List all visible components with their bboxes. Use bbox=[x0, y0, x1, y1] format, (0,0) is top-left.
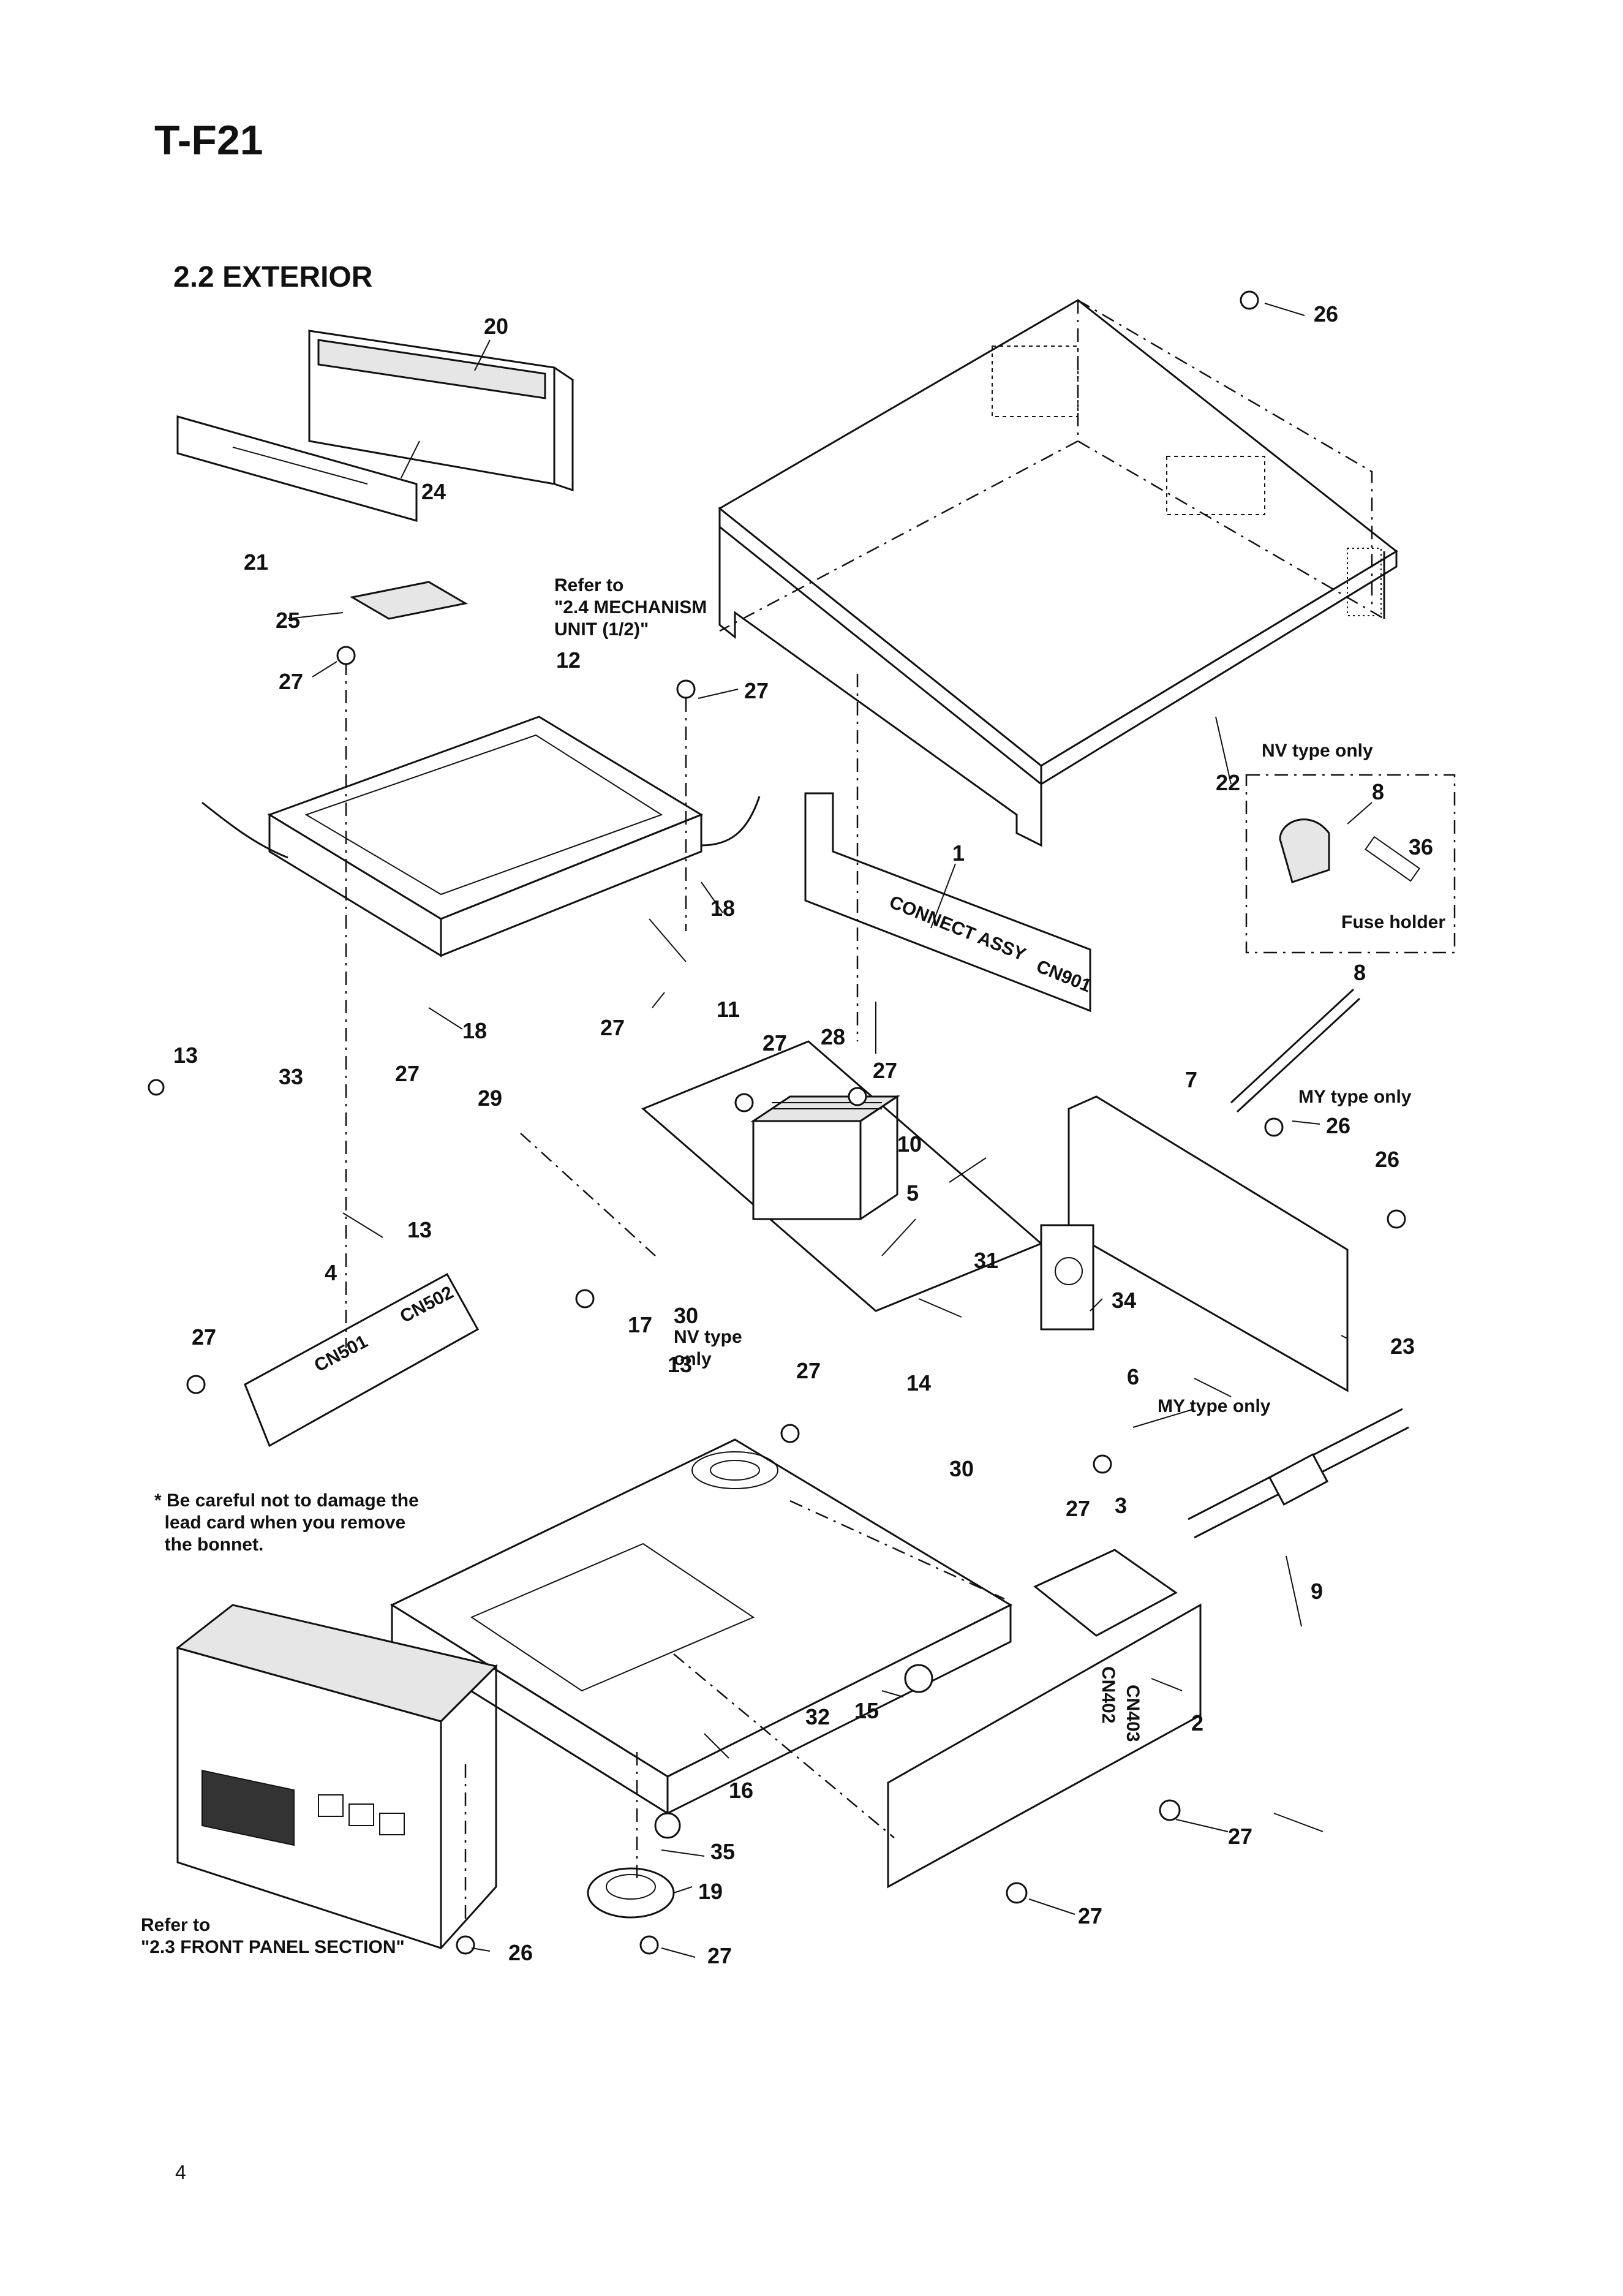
bonnet-case bbox=[718, 299, 1398, 847]
assembly-lines bbox=[345, 662, 1005, 1924]
callout-3: 3 bbox=[1115, 1493, 1127, 1518]
callout-24: 24 bbox=[421, 479, 446, 504]
callout-27-i: 27 bbox=[1066, 1496, 1090, 1521]
callout-27-f: 27 bbox=[873, 1058, 897, 1083]
mechanism-reference-note: Refer to "2.4 MECHANISM UNIT (1/2)" bbox=[554, 575, 707, 640]
screws bbox=[148, 290, 1406, 1955]
callout-21: 21 bbox=[244, 549, 268, 575]
chassis-16 bbox=[390, 1438, 1013, 1815]
bottom-plate-2: CN402 CN403 bbox=[887, 1603, 1202, 1889]
callout-8-b: 8 bbox=[1354, 960, 1366, 985]
callout-27-e: 27 bbox=[763, 1030, 787, 1055]
callout-31: 31 bbox=[974, 1248, 998, 1273]
board-3 bbox=[1033, 1549, 1178, 1637]
callout-33: 33 bbox=[279, 1064, 303, 1089]
front-panel-reference-note: Refer to "2.3 FRONT PANEL SECTION" bbox=[141, 1915, 405, 1957]
callout-15: 15 bbox=[854, 1698, 879, 1723]
callout-36: 36 bbox=[1409, 834, 1433, 859]
callout-23: 23 bbox=[1390, 1334, 1415, 1359]
callout-10: 10 bbox=[897, 1131, 922, 1157]
callout-26-b: 26 bbox=[1326, 1113, 1350, 1138]
cn402-label: CN402 bbox=[1098, 1666, 1118, 1723]
callout-numbers: 20 21 24 25 12 27 27 26 22 1 8 36 8 18 1… bbox=[173, 301, 1433, 1968]
callout-25: 25 bbox=[276, 608, 300, 633]
ac-cord-8 bbox=[1230, 988, 1361, 1113]
callout-32: 32 bbox=[805, 1704, 830, 1729]
nv-type-30-note: NV type only bbox=[674, 1327, 742, 1369]
callout-16: 16 bbox=[729, 1778, 753, 1803]
page-number: 4 bbox=[175, 2161, 186, 2183]
callout-2: 2 bbox=[1191, 1710, 1203, 1735]
callout-8-a: 8 bbox=[1372, 779, 1384, 804]
callout-4: 4 bbox=[325, 1260, 337, 1285]
callout-29: 29 bbox=[478, 1086, 502, 1111]
board-4: CN501 CN502 bbox=[244, 1272, 480, 1448]
flat-cable-9 bbox=[1188, 1408, 1409, 1539]
label-plate-25 bbox=[349, 581, 469, 620]
callout-12: 12 bbox=[556, 648, 581, 673]
transformer-10 bbox=[750, 1095, 900, 1220]
callout-11: 11 bbox=[717, 997, 740, 1022]
callout-35: 35 bbox=[710, 1839, 735, 1864]
callout-26-d: 26 bbox=[508, 1940, 533, 1965]
callout-27-k: 27 bbox=[1228, 1824, 1252, 1849]
leader-lines bbox=[287, 303, 1373, 1958]
my-type-label-2: MY type only bbox=[1158, 1396, 1271, 1416]
callout-26-a: 26 bbox=[1314, 301, 1338, 327]
callout-34: 34 bbox=[1112, 1288, 1136, 1313]
rear-panel-23 bbox=[1040, 1095, 1349, 1392]
connect-assy-board-1: CONNECT ASSY CN901 bbox=[804, 792, 1094, 1013]
callout-7: 7 bbox=[1185, 1067, 1197, 1092]
front-frame-20 bbox=[308, 330, 574, 492]
callout-28: 28 bbox=[821, 1024, 845, 1049]
callout-18-b: 18 bbox=[462, 1018, 487, 1043]
callout-26-c: 26 bbox=[1375, 1147, 1399, 1172]
callout-30-b: 30 bbox=[949, 1456, 974, 1481]
callout-13-c: 13 bbox=[668, 1352, 692, 1377]
my-type-label-1: MY type only bbox=[1298, 1087, 1412, 1107]
callout-27-l: 27 bbox=[1078, 1903, 1102, 1928]
callout-13-a: 13 bbox=[173, 1043, 198, 1068]
callout-5: 5 bbox=[906, 1180, 919, 1206]
callout-14: 14 bbox=[906, 1370, 931, 1395]
foot-19 bbox=[587, 1867, 675, 1919]
callout-19: 19 bbox=[698, 1879, 723, 1904]
callout-18-a: 18 bbox=[710, 896, 735, 921]
callout-30-a: 30 bbox=[674, 1303, 698, 1328]
fuse-holder-label: Fuse holder bbox=[1341, 912, 1445, 932]
nv-type-box-label: NV type only bbox=[1262, 741, 1373, 761]
trim-plate-21 bbox=[176, 415, 418, 522]
model-title: T-F21 bbox=[154, 117, 263, 164]
lead-card-caution-note: * Be careful not to damage the lead card… bbox=[154, 1490, 419, 1555]
callout-22: 22 bbox=[1216, 770, 1240, 795]
callout-6: 6 bbox=[1127, 1364, 1139, 1389]
callout-27-c: 27 bbox=[600, 1015, 625, 1040]
callout-1: 1 bbox=[952, 840, 965, 866]
callout-20: 20 bbox=[484, 314, 508, 339]
mechanism-unit-12 bbox=[201, 716, 761, 957]
cn403-label: CN403 bbox=[1123, 1685, 1143, 1742]
callout-27-g: 27 bbox=[192, 1324, 216, 1350]
callout-27-a: 27 bbox=[279, 669, 303, 694]
callout-27-b: 27 bbox=[744, 678, 769, 703]
callout-9: 9 bbox=[1311, 1579, 1323, 1604]
callout-27-d: 27 bbox=[395, 1061, 420, 1086]
callout-27-j: 27 bbox=[707, 1943, 732, 1968]
callout-17: 17 bbox=[628, 1312, 652, 1337]
callout-13-b: 13 bbox=[407, 1217, 432, 1242]
section-title: 2.2 EXTERIOR bbox=[173, 261, 373, 293]
nv-type-box bbox=[1245, 774, 1456, 954]
callout-27-h: 27 bbox=[796, 1358, 821, 1383]
front-panel-assembly bbox=[175, 1604, 498, 1950]
